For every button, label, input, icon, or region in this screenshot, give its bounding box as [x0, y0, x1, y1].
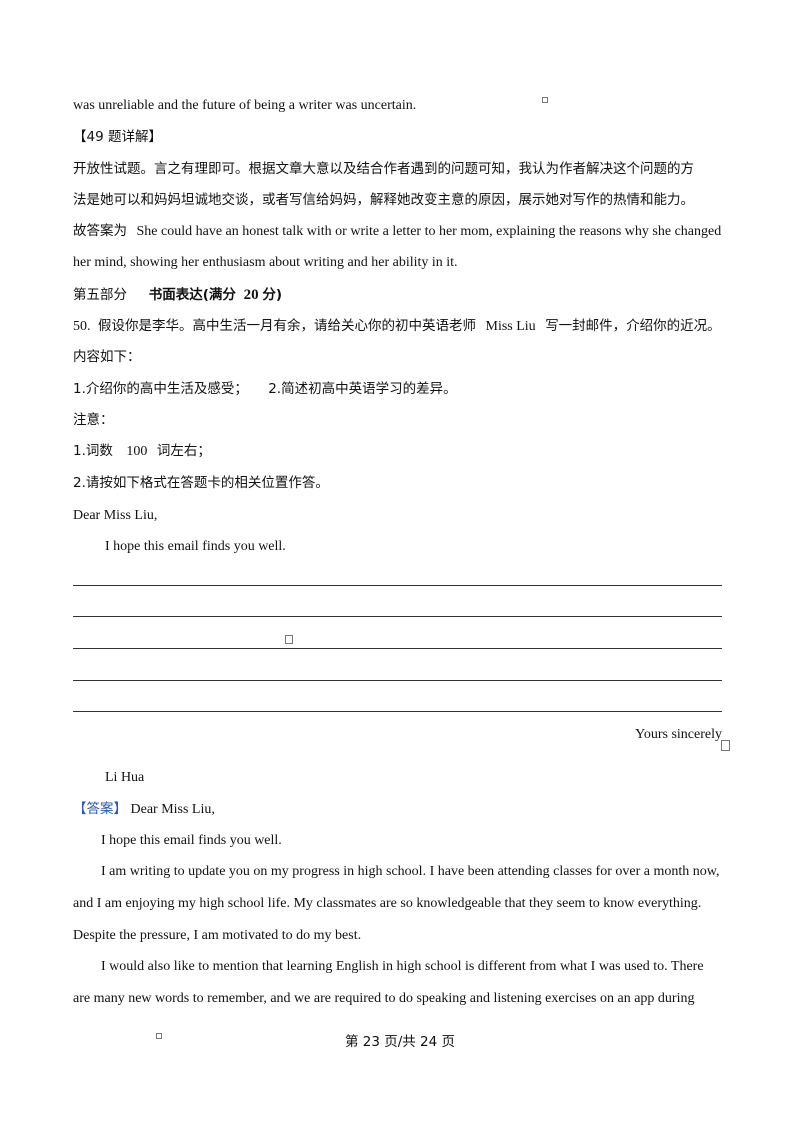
answer-greeting: Dear Miss Liu,: [130, 802, 215, 817]
template-signature: Li Hua: [105, 770, 145, 785]
part5-name: 书面表达(满分: [148, 287, 236, 303]
answer-blank-line-3: [73, 648, 722, 649]
q50-prompt: 50. 假设你是李华。高中生活一月有余，请给关心你的初中英语老师 Miss Li…: [73, 317, 721, 336]
page-footer: 第 23 页/共 24 页: [344, 1034, 456, 1050]
note-1-b: 词左右；: [156, 443, 211, 459]
q50-number: 50.: [73, 319, 91, 334]
q49-answer-text-1: She could have an honest talk with or wr…: [136, 224, 722, 239]
note-1-num: 100: [126, 444, 148, 459]
template-closing: Yours sincerely: [635, 727, 722, 742]
answer-p2-line-2: are many new words to remember, and we a…: [73, 991, 695, 1006]
q50-prompt-a: 假设你是李华。高中生活一月有余，请给关心你的初中英语老师: [98, 318, 476, 334]
q50-content-label: 内容如下：: [73, 349, 141, 365]
scan-mark-mid: [285, 635, 293, 644]
note-1: 1.词数 100 词左右；: [73, 442, 211, 461]
answer-blank-line-2: [73, 616, 722, 617]
note-2: 2.请按如下格式在答题卡的相关位置作答。: [73, 475, 329, 491]
answer-p1-line-1: I am writing to update you on my progres…: [101, 864, 720, 879]
answer-p2-line-1: I would also like to mention that learni…: [101, 959, 704, 974]
q50-prompt-b: 写一封邮件，介绍你的近况。: [545, 318, 721, 334]
scan-mark-bottom: [156, 1033, 162, 1039]
part5-heading: 第五部分 书面表达(满分 20 分): [73, 286, 282, 304]
q50-point-2: 2.简述初高中英语学习的差异。: [268, 381, 457, 397]
text-line-prev: was unreliable and the future of being a…: [73, 98, 417, 113]
part5-score: 20: [243, 287, 259, 303]
notes-label: 注意：: [73, 412, 114, 428]
answer-opening: I hope this email finds you well.: [101, 833, 282, 848]
part5-title: 第五部分: [73, 287, 127, 303]
q49-answer-line-2: her mind, showing her enthusiasm about w…: [73, 255, 458, 270]
q49-answer-line-1: 故答案为 She could have an honest talk with …: [73, 222, 721, 241]
q49-explain-line-2: 法是她可以和妈妈坦诚地交谈，或者写信给妈妈，解释她改变主意的原因，展示她对写作的…: [73, 192, 694, 208]
scan-mark-right: [721, 740, 730, 751]
template-opening: I hope this email finds you well.: [105, 539, 286, 554]
answer-p1-line-2: and I am enjoying my high school life. M…: [73, 896, 702, 911]
q50-prompt-name: Miss Liu: [485, 319, 536, 334]
answer-p1-line-3: Despite the pressure, I am motivated to …: [73, 928, 362, 943]
answer-blank-line-4: [73, 680, 722, 681]
q49-answer-prefix: 故答案为: [73, 223, 127, 239]
answer-blank-line-1: [73, 585, 722, 586]
scan-mark-top: [542, 97, 548, 103]
answer-blank-line-5: [73, 711, 722, 712]
q49-heading: 【49 题详解】: [73, 129, 162, 145]
template-greeting: Dear Miss Liu,: [73, 508, 158, 523]
note-1-a: 1.词数: [73, 443, 113, 459]
q49-explain-line-1: 开放性试题。言之有理即可。根据文章大意以及结合作者遇到的问题可知，我认为作者解决…: [73, 161, 694, 177]
q50-points: 1.介绍你的高中生活及感受； 2.简述初高中英语学习的差异。: [73, 380, 457, 398]
answer-greeting-line: 【答案】 Dear Miss Liu,: [73, 800, 215, 819]
part5-unit: 分): [262, 287, 283, 303]
q50-point-1: 1.介绍你的高中生活及感受；: [73, 381, 248, 397]
answer-tag: 【答案】: [73, 801, 127, 817]
